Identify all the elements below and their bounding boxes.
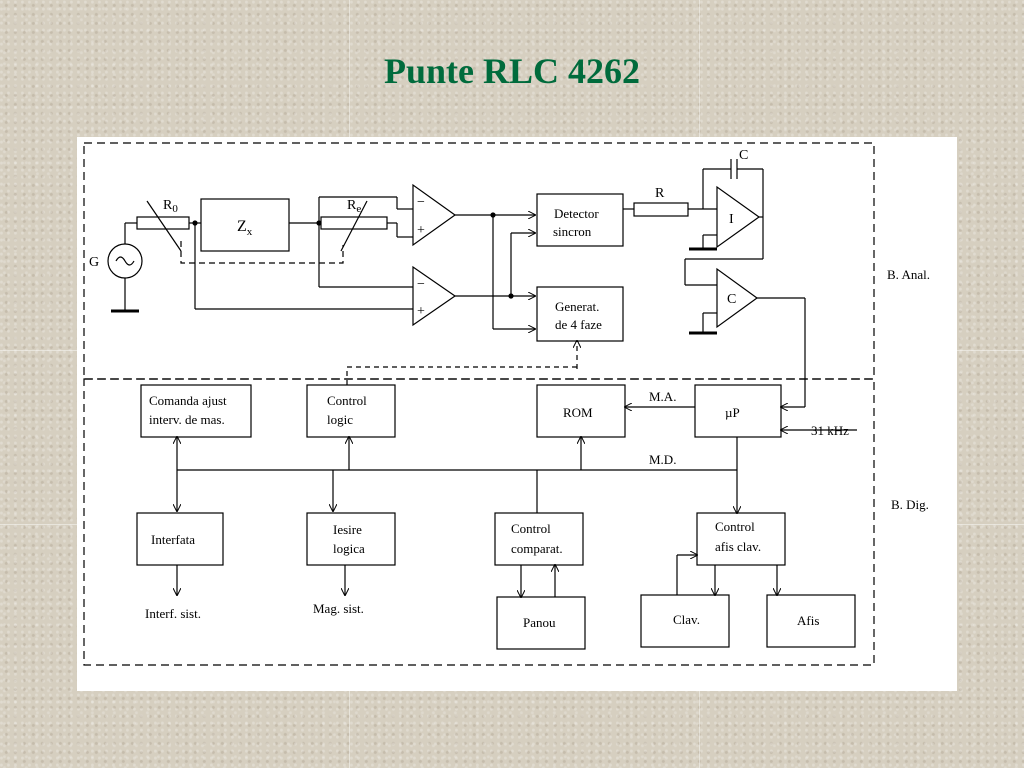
up-label: µP [725,405,740,420]
generator4-label-1: Generat. [555,299,599,314]
comanda-label-1: Comanda ajust [149,393,227,408]
comanda-label-2: interv. de mas. [149,412,225,427]
control-comparat-label-1: Control [511,521,551,536]
control-logic-label-2: logic [327,412,353,427]
generator4-label-2: de 4 faze [555,317,602,332]
opamp-1 [412,183,457,247]
opamp-2 [412,265,457,327]
clock-label: 31 kHz [811,423,849,438]
re-label: Re [347,198,361,215]
control-comparat-label-2: comparat. [511,541,563,556]
control-comparat-box [494,512,584,566]
opamp1-minus: − [417,195,425,210]
r0-resistor [136,216,190,230]
afis-label: Afis [797,613,819,628]
afis-box [766,594,856,648]
analog-section-label: B. Anal. [887,267,930,282]
r-resistor [633,202,689,217]
iesire-box [306,512,396,566]
r-label: R [655,186,665,201]
generator4-box [536,286,624,342]
clav-label: Clav. [673,612,700,627]
comanda-box [140,384,252,438]
panou-label: Panou [523,615,556,630]
control-afis-label-1: Control [715,519,755,534]
r0-label: R0 [163,198,178,215]
panou-box [496,596,586,650]
up-box [694,384,782,438]
integrator-opamp [716,185,761,249]
clav-box [640,594,730,648]
digital-section-frame [83,378,875,666]
capacitor-label: C [739,148,748,163]
control-logic-label-1: Control [327,393,367,408]
block-diagram: G R0 Zx Re − + − + Detector sincron Gene… [77,137,957,691]
detector-box [536,193,624,247]
iesire-label-2: logica [333,541,365,556]
zx-label: Zx [237,218,253,238]
opamp2-plus: + [417,304,425,319]
rom-label: ROM [563,405,593,420]
comparator-label: C [727,292,736,307]
detector-label-1: Detector [554,206,599,221]
digital-section-label: B. Dig. [891,497,929,512]
iesire-label-1: Iesire [333,522,362,537]
control-afis-label-2: afis clav. [715,539,761,554]
interfata-box [136,512,224,566]
opamp2-minus: − [417,277,425,292]
md-label: M.D. [649,452,676,467]
comparator-opamp [716,267,759,329]
interfata-label: Interfata [151,532,195,547]
analog-section-frame [83,142,875,380]
integrator-label: I [729,212,734,227]
generator-label: G [89,255,99,270]
slide-title: Punte RLC 4262 [383,51,640,91]
block-diagram-svg: G R0 Zx Re − + − + Detector sincron Gene… [83,142,930,666]
zx-box [200,198,290,252]
interf-sist-label: Interf. sist. [145,606,201,621]
control-afis-box [696,512,786,566]
opamp1-plus: + [417,223,425,238]
ma-label: M.A. [649,389,676,404]
detector-label-2: sincron [553,224,592,239]
mag-sist-label: Mag. sist. [313,601,364,616]
